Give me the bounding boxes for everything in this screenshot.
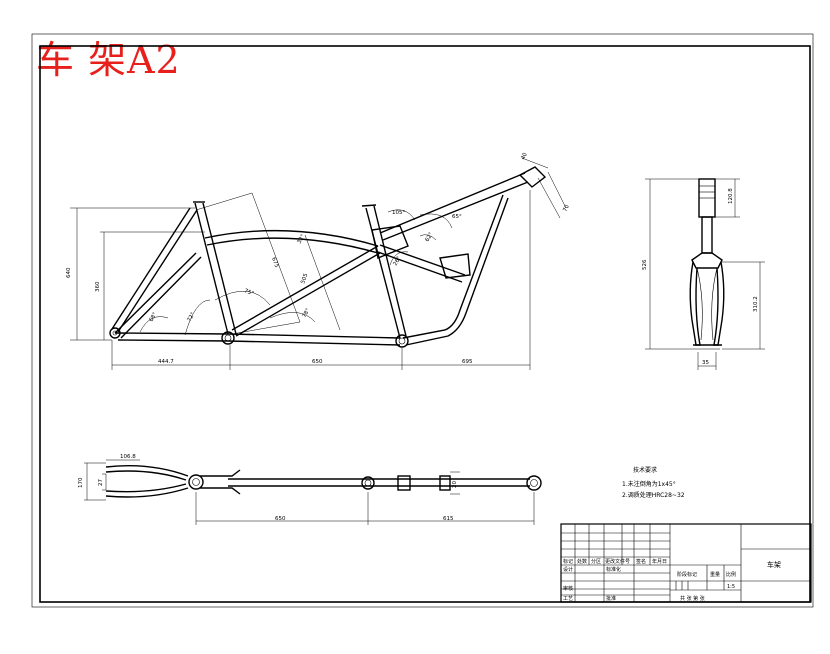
top-dim-mid: 650 — [275, 516, 286, 522]
tb-review: 审核 — [563, 585, 573, 592]
top-dim-stub: 20 — [452, 481, 458, 488]
side-view: 640 360 444.7 650 695 675 505 68° 72° 75… — [66, 152, 571, 370]
dim-seat-a: 675 — [270, 257, 279, 269]
technical-notes: 技术要求 1.未注倒角为1x45° 2.调质处理HRC28~32 — [622, 466, 685, 499]
side-dim-labels: 640 360 444.7 650 695 675 505 68° 72° 75… — [66, 152, 571, 365]
tb-design: 设计 — [563, 566, 573, 573]
fork-dim-blade: 310.2 — [753, 296, 759, 312]
fork-dim-steerer: 120.8 — [728, 188, 734, 204]
dim-ang-9: 62° — [425, 231, 435, 243]
notes-item-2: 2.调质处理HRC28~32 — [622, 491, 685, 499]
tb-head-2: 分区 — [591, 558, 601, 565]
top-dim-h2: 27 — [98, 479, 104, 486]
fork-dim-overall: 526 — [642, 259, 648, 270]
tb-head-3: 更改文件号 — [605, 558, 630, 565]
dim-ang-5: 105° — [392, 210, 405, 216]
tb-head-1: 处数 — [577, 558, 587, 565]
title-block: 标记 处数 分区 更改文件号 签名 年月日 设计 标准化 审核 工艺 批准 阶段… — [560, 523, 812, 603]
dim-ang-7: 65° — [452, 214, 462, 220]
dim-seat-b: 505 — [300, 272, 309, 284]
dim-ang-1: 68° — [149, 311, 159, 323]
inner-border — [39, 45, 811, 603]
dim-h-overall: 640 — [66, 267, 72, 278]
frame-tubes — [109, 166, 547, 348]
tb-stage: 阶段标记 — [677, 571, 697, 578]
fork-view: 526 120.8 310.2 35 — [642, 178, 765, 370]
dim-head-len: 70 — [562, 204, 571, 213]
top-dim-front: 615 — [443, 516, 454, 522]
tb-name: 车架 — [767, 560, 781, 569]
dim-w-mid: 650 — [312, 359, 323, 365]
tb-head-0: 标记 — [563, 558, 573, 565]
dim-w-left: 444.7 — [158, 359, 174, 365]
dim-head-w: 40 — [520, 152, 529, 161]
dim-h-inner: 360 — [95, 281, 101, 292]
tb-scale-head: 比例 — [726, 571, 736, 578]
tb-scale: 1:5 — [727, 584, 735, 590]
tb-head-4: 签名 — [636, 558, 646, 565]
tb-approve: 批准 — [606, 595, 616, 602]
notes-item-1: 1.未注倒角为1x45° — [622, 480, 676, 488]
dim-w-right: 695 — [462, 359, 473, 365]
tb-standard: 标准化 — [606, 566, 621, 573]
top-dim-rear-w: 106.8 — [120, 454, 136, 460]
dim-ang-8: 26° — [393, 255, 403, 267]
side-dimensions — [70, 157, 567, 370]
top-view: 106.8 170 27 650 615 20 — [78, 454, 542, 525]
fork-dim-width: 35 — [702, 360, 709, 366]
top-dim-h1: 170 — [78, 477, 84, 488]
dim-ang-4: 78° — [302, 307, 312, 319]
dim-ang-6: 32° — [297, 233, 307, 245]
notes-title: 技术要求 — [633, 466, 657, 474]
tb-sheets: 共 张 第 张 — [680, 595, 705, 602]
tb-weight: 重量 — [710, 571, 720, 578]
outer-border — [31, 33, 814, 608]
tb-head-5: 年月日 — [652, 558, 667, 565]
dim-ang-2: 72° — [187, 311, 197, 323]
dim-ang-3: 75° — [243, 288, 254, 297]
tb-craft: 工艺 — [563, 596, 573, 602]
